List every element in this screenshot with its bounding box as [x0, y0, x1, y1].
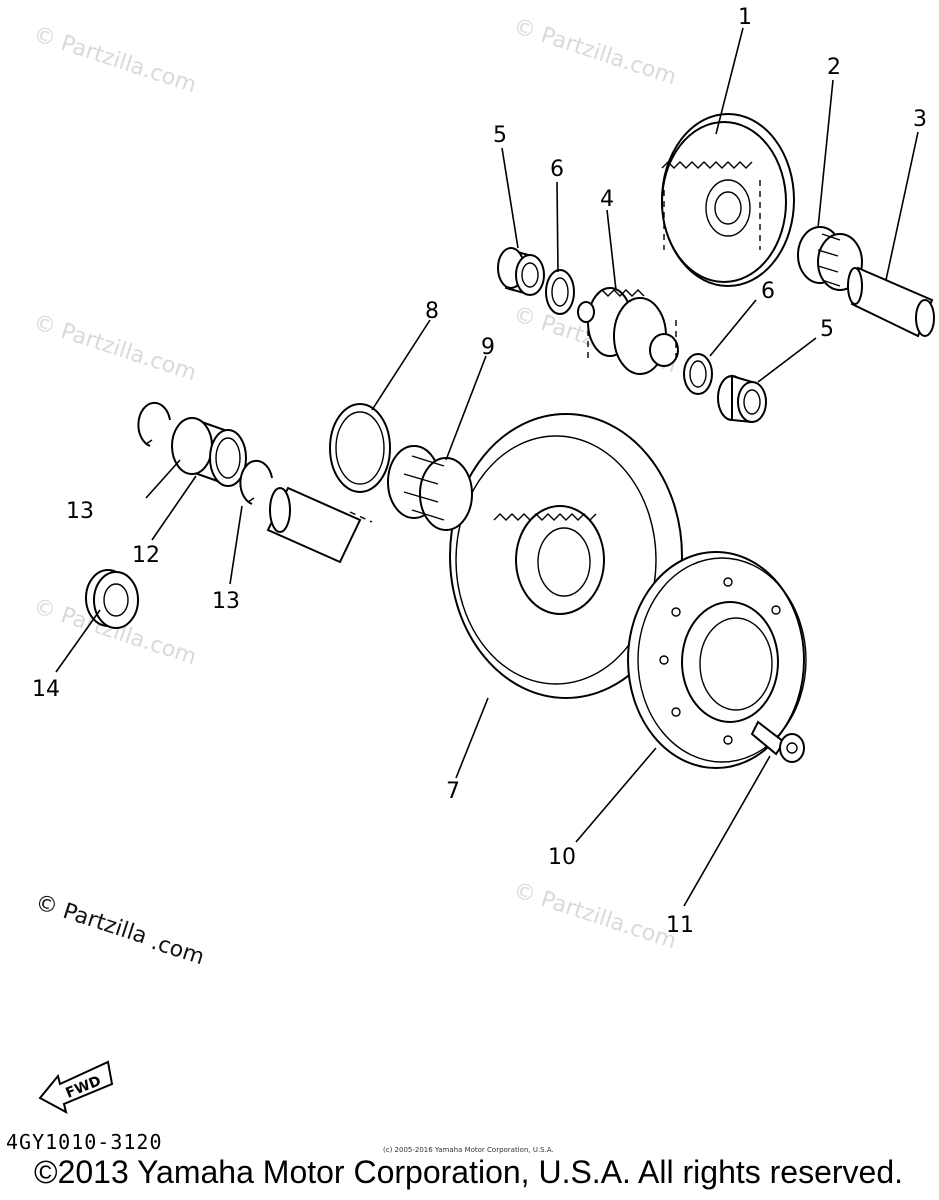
watermark-1: © Partzilla.com [30, 22, 199, 98]
part-13-circlip-lower [239, 459, 273, 505]
part-7-wheel-gear [449, 413, 683, 699]
callout-4: 4 [600, 187, 614, 212]
fwd-arrow-icon: FWD [38, 1060, 114, 1114]
callout-5-lower: 5 [820, 317, 834, 342]
callout-numbers: 1 2 3 4 5 6 6 5 8 9 13 12 13 14 7 10 11 [32, 5, 927, 938]
drawing-code: 4GY1010-3120 [6, 1130, 163, 1154]
callout-2: 2 [827, 55, 841, 80]
part-1-gear [661, 113, 795, 287]
callout-7: 7 [446, 779, 460, 804]
crankshaft-end [266, 486, 373, 564]
part-4-double-gear [577, 287, 679, 375]
callout-11: 11 [666, 913, 694, 938]
part-9-needle-bearing [387, 445, 473, 531]
part-3-shaft [847, 266, 935, 338]
part-14-oil-seal [85, 569, 139, 629]
watermark-3: © Partzilla.com [30, 310, 199, 386]
part-11-bolt [750, 720, 805, 763]
callout-12: 12 [132, 543, 160, 568]
small-copyright: (c) 2005-2016 Yamaha Motor Corporation, … [383, 1146, 554, 1154]
callout-9: 9 [481, 335, 495, 360]
part-12-collar [171, 417, 247, 487]
callout-13-lower: 13 [212, 589, 240, 614]
callout-13-upper: 13 [66, 499, 94, 524]
partzilla-watermark-line2: .com [148, 930, 207, 970]
part-10-starter-clutch [627, 551, 807, 769]
callout-6-upper: 6 [550, 157, 564, 182]
watermark-7: © Partzilla.com [510, 878, 679, 954]
callout-8: 8 [425, 299, 439, 324]
leader-lines [55, 27, 919, 907]
callout-3: 3 [913, 107, 927, 132]
copyright-notice: ©2013 Yamaha Motor Corporation, U.S.A. A… [34, 1154, 904, 1190]
callout-14: 14 [32, 677, 60, 702]
callout-6-lower: 6 [761, 279, 775, 304]
part-5-collar-upper [497, 247, 545, 296]
callout-10: 10 [548, 845, 576, 870]
callout-1: 1 [738, 5, 752, 30]
part-5-collar-lower [717, 374, 767, 424]
part-13-circlip-upper [137, 401, 171, 447]
partzilla-watermark-line1: © Partzilla [32, 890, 150, 950]
watermark-2: © Partzilla.com [510, 14, 679, 90]
part-6-washer-lower [683, 353, 713, 395]
partzilla-watermark: © Partzilla .com [32, 890, 207, 970]
part-6-washer-upper [545, 269, 575, 315]
callout-5-upper: 5 [493, 123, 507, 148]
part-8-washer [329, 403, 391, 493]
